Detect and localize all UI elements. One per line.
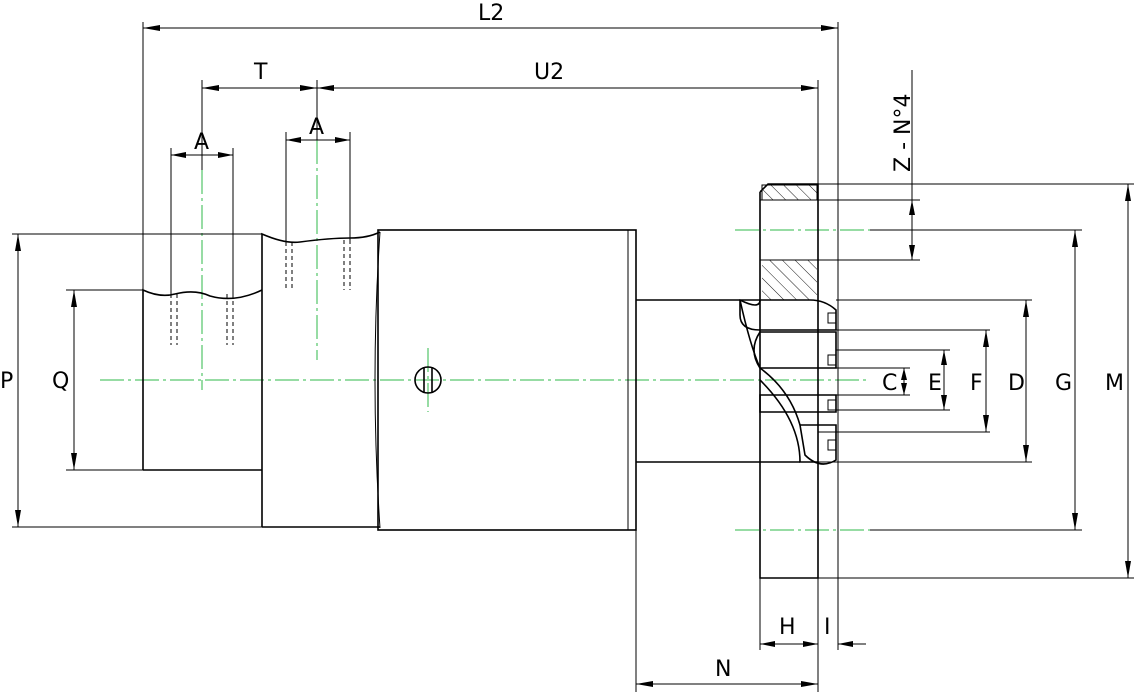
- label-C: C: [882, 371, 897, 396]
- label-M: M: [1105, 371, 1124, 396]
- label-D: D: [1008, 371, 1025, 396]
- label-U2: U2: [534, 60, 564, 85]
- dimension-lines: [12, 22, 1134, 692]
- flange: [739, 183, 990, 579]
- label-G: G: [1055, 371, 1072, 396]
- label-H: H: [779, 615, 796, 640]
- label-N: N: [715, 657, 731, 682]
- label-Z: Z - N°4: [891, 94, 916, 172]
- body-outline: [142, 229, 800, 531]
- label-F: F: [970, 371, 983, 396]
- label-Q: Q: [52, 369, 69, 394]
- label-T: T: [253, 60, 268, 85]
- dimension-labels: L2 T U2 A A Z - N°4 P Q C E F D G M H I …: [0, 1, 1124, 682]
- label-A-right: A: [309, 115, 324, 140]
- label-P: P: [0, 369, 13, 394]
- label-I: I: [824, 615, 831, 640]
- label-A-left: A: [194, 130, 209, 155]
- label-E: E: [928, 371, 942, 396]
- centerlines: [100, 140, 870, 531]
- hidden-lines: [170, 240, 351, 345]
- label-L2: L2: [478, 1, 504, 26]
